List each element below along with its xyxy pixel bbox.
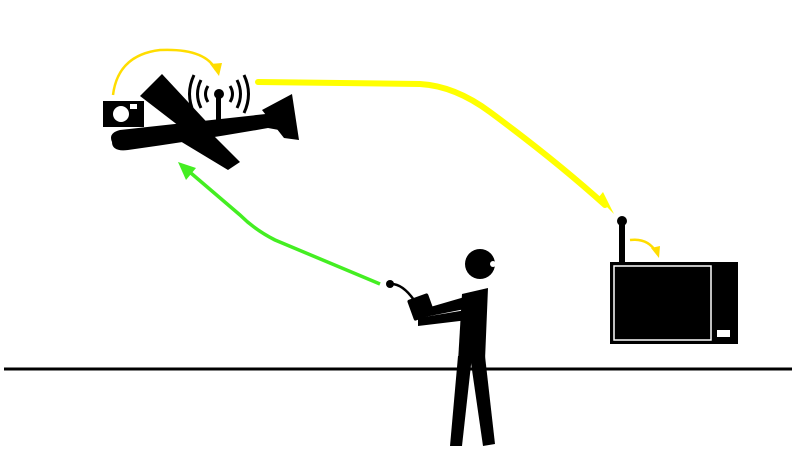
radio-transmitter-icon: [188, 74, 250, 129]
airplane-icon: [111, 74, 299, 170]
camera-icon: [103, 101, 144, 127]
receiver-to-monitor-arrow: [629, 238, 658, 253]
camera-to-transmitter-arrow: [111, 48, 218, 96]
monitor-icon: [610, 262, 738, 344]
person-icon: [418, 249, 496, 446]
control-link-arrow: [183, 166, 381, 286]
video-link-arrow: [255, 79, 608, 208]
remote-control-icon: [386, 280, 435, 321]
antenna-icon: [617, 216, 627, 262]
